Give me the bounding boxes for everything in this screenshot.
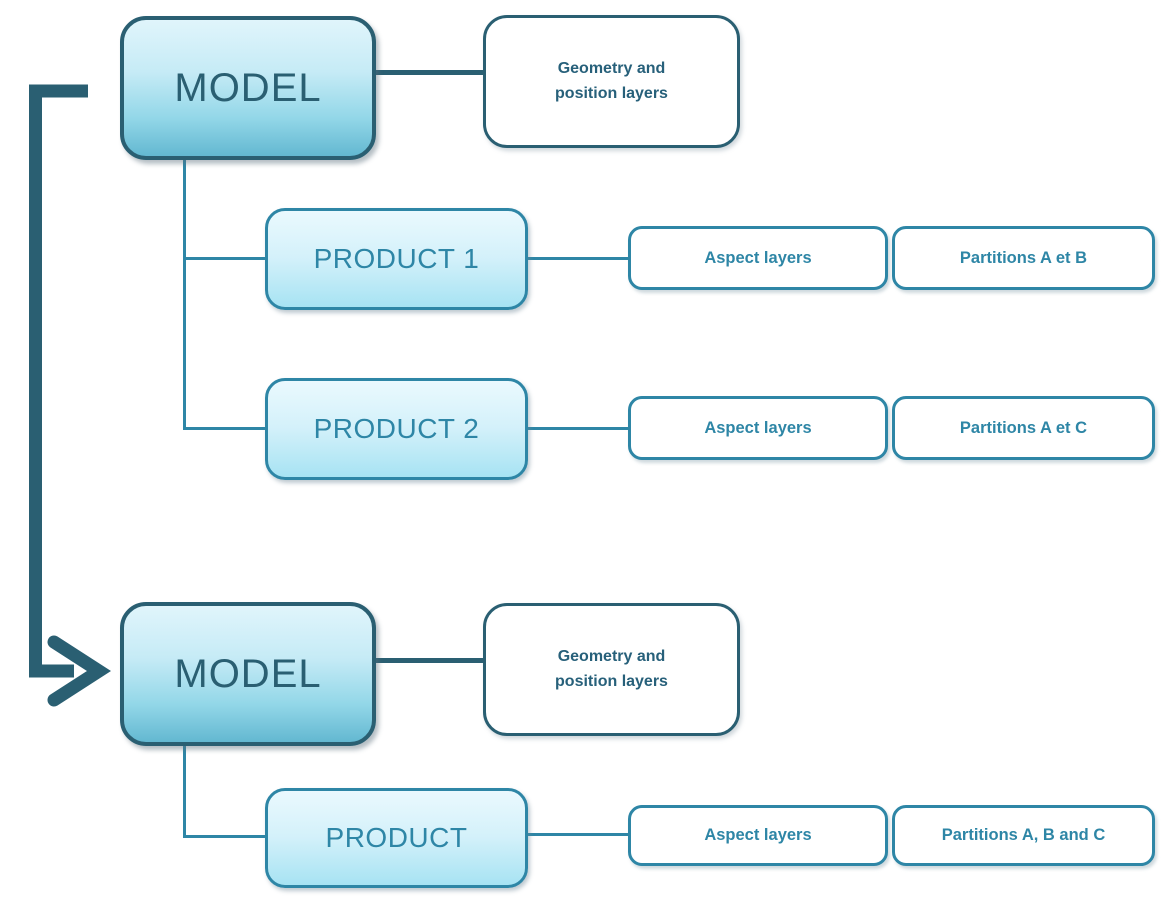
connector-branch-product1 xyxy=(183,257,265,260)
product-node-bottom: PRODUCT xyxy=(265,788,528,888)
model-node-bottom: MODEL xyxy=(120,602,376,746)
product2-node: PRODUCT 2 xyxy=(265,378,528,480)
connector-product-aspect-bottom xyxy=(528,833,628,836)
geometry-layers-node-bottom: Geometry and position layers xyxy=(483,603,740,736)
geometry-layers-node-top: Geometry and position layers xyxy=(483,15,740,148)
connector-product1-aspect xyxy=(528,257,628,260)
connector-branch-product-bottom xyxy=(183,835,265,838)
product1-node: PRODUCT 1 xyxy=(265,208,528,310)
aspect-layers-node-product2: Aspect layers xyxy=(628,396,888,460)
aspect-layers-node-product1: Aspect layers xyxy=(628,226,888,290)
partitions-node-product2: Partitions A et C xyxy=(892,396,1155,460)
partitions-node-product1: Partitions A et B xyxy=(892,226,1155,290)
connector-model-geometry-top xyxy=(376,70,483,75)
connector-branch-product2 xyxy=(183,427,265,430)
geometry-layers-label: Geometry and position layers xyxy=(555,647,668,690)
geometry-layers-label: Geometry and position layers xyxy=(555,59,668,102)
connector-model-products-trunk-top xyxy=(183,160,186,430)
connector-model-product-trunk-bottom xyxy=(183,746,186,838)
connector-model-geometry-bottom xyxy=(376,658,483,663)
partitions-node-bottom: Partitions A, B and C xyxy=(892,805,1155,866)
model-node-top: MODEL xyxy=(120,16,376,160)
aspect-layers-node-bottom: Aspect layers xyxy=(628,805,888,866)
connector-product2-aspect xyxy=(528,427,628,430)
